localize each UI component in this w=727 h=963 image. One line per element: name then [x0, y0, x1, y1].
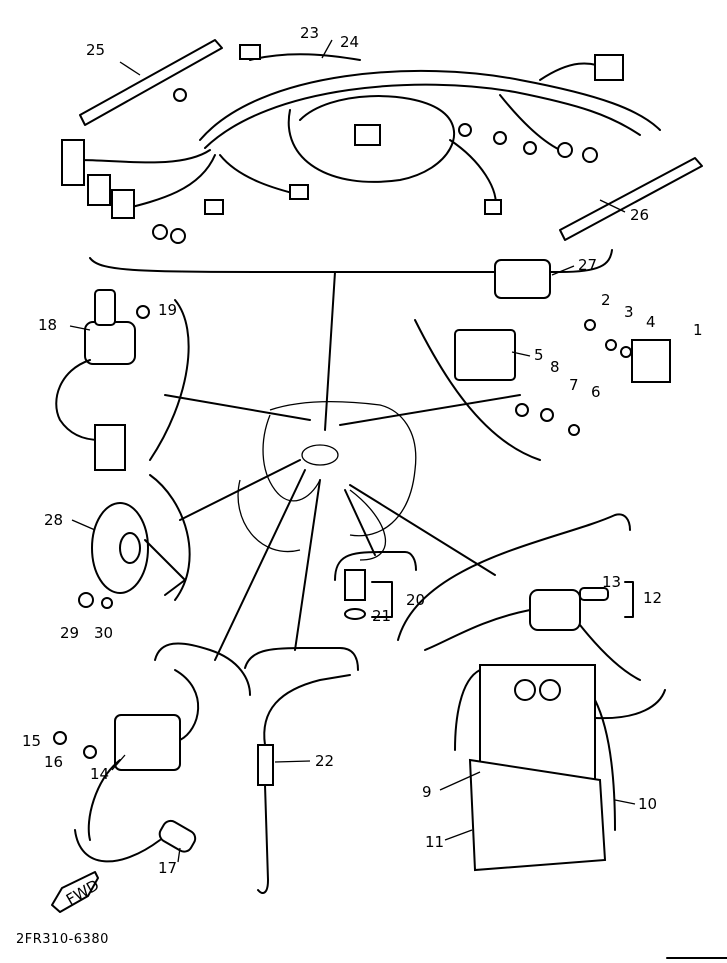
callout-15: 15 — [22, 732, 41, 750]
callout-26: 26 — [630, 206, 649, 224]
callout-23: 23 — [300, 24, 319, 42]
callout-14: 14 — [90, 765, 109, 783]
callout-22: 22 — [315, 752, 334, 770]
spark-plug-cap — [158, 819, 197, 853]
main-switch — [84, 321, 136, 365]
neutral-switch — [344, 569, 366, 601]
callout-20: 20 — [406, 591, 425, 609]
forward-direction-arrow: FWD — [51, 871, 102, 913]
callout-10: 10 — [638, 795, 657, 813]
callout-21: 21 — [372, 607, 391, 625]
callout-8: 8 — [550, 358, 560, 376]
callout-28: 28 — [44, 511, 63, 529]
fuse-holder — [529, 589, 581, 631]
callout-29: 29 — [60, 624, 79, 642]
callout-4: 4 — [646, 313, 656, 331]
rectifier-regulator — [454, 329, 516, 381]
callout-17: 17 — [158, 859, 177, 877]
flasher-relay — [631, 339, 671, 383]
callout-27: 27 — [578, 256, 597, 274]
callout-18: 18 — [38, 316, 57, 334]
callout-2: 2 — [601, 291, 611, 309]
battery-case — [468, 758, 607, 872]
callout-7: 7 — [569, 376, 579, 394]
callout-9: 9 — [422, 783, 432, 801]
wire-harness — [61, 39, 703, 273]
callout-25: 25 — [86, 41, 105, 59]
callout-13: 13 — [602, 573, 621, 591]
ignition-coil — [114, 714, 181, 771]
callout-1: 1 — [693, 321, 703, 339]
motorcycle-frame — [237, 401, 417, 561]
components — [53, 259, 671, 894]
callout-11: 11 — [425, 833, 444, 851]
callout-19: 19 — [158, 301, 177, 319]
brake-switch — [257, 744, 274, 786]
callout-3: 3 — [624, 303, 634, 321]
leader-lines — [149, 271, 631, 696]
callout-12: 12 — [643, 589, 662, 607]
callout-30: 30 — [94, 624, 113, 642]
callout-6: 6 — [591, 383, 601, 401]
drawing-code: 2FR310-6380 — [16, 932, 109, 947]
relay — [494, 259, 551, 299]
callout-16: 16 — [44, 753, 63, 771]
callout-5: 5 — [534, 346, 544, 364]
callout-labels: 25 23 24 26 27 2 3 4 1 5 8 7 6 18 19 28 … — [22, 24, 703, 877]
callout-24: 24 — [340, 33, 359, 51]
